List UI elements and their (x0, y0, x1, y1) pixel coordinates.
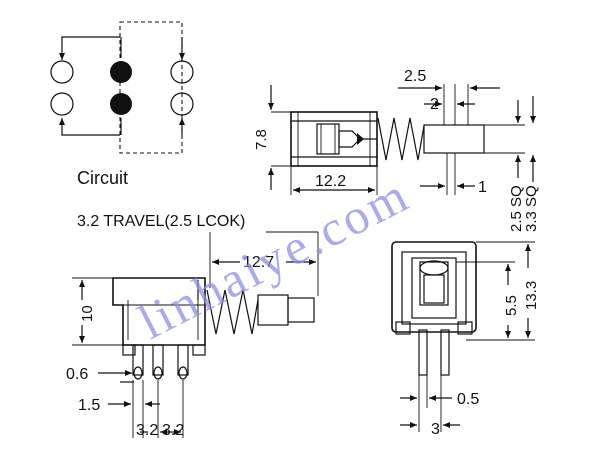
lower-dim-pitch-b: 3.2 (162, 422, 184, 439)
front-dim-inner: 5.5 (503, 295, 520, 316)
circuit-terminal (170, 92, 194, 116)
side-dim-top: 2.5 (404, 68, 426, 85)
circuit-contact-filled (110, 61, 132, 83)
circuit-terminal (170, 60, 194, 84)
side-view: 2.5 2 7.8 12.2 1 2.5 SQ 3.3 SQ (253, 68, 540, 232)
watermark-text: linhaiye.com (130, 166, 419, 350)
lower-dim-pitch-a: 3.2 (136, 422, 158, 439)
lower-dim-offset: 1.5 (78, 397, 100, 414)
front-dim-total: 13.3 (523, 281, 540, 310)
circuit-terminal (50, 60, 74, 84)
front-dim-pitch: 3 (431, 421, 440, 438)
side-dim-length: 12.2 (315, 173, 346, 190)
circuit-label: Circuit (77, 168, 128, 188)
side-dim-right: 1 (478, 179, 487, 196)
lower-dim-length: 12.7 (243, 254, 274, 271)
front-view: 5.5 13.3 0.5 3 (391, 241, 540, 438)
lower-view: 3.2 TRAVEL(2.5 LCOK) 12.7 10 0.6 1.5 3.2… (66, 213, 319, 439)
lower-dim-pin: 0.6 (66, 366, 88, 383)
lower-travel: 3.2 TRAVEL(2.5 LCOK) (77, 213, 245, 230)
side-dim-sq-a: 2.5 SQ (508, 185, 525, 232)
lower-dim-height: 10 (79, 305, 96, 322)
side-dim-mid: 2 (430, 96, 439, 113)
circuit-diagram: Circuit (50, 21, 194, 188)
side-dim-sq-b: 3.3 SQ (523, 185, 540, 232)
side-dim-height: 7.8 (253, 129, 270, 150)
circuit-contact-filled (110, 93, 132, 115)
circuit-terminal (50, 92, 74, 116)
front-dim-pin: 0.5 (457, 391, 479, 408)
circuit-dashed-box (119, 21, 183, 154)
